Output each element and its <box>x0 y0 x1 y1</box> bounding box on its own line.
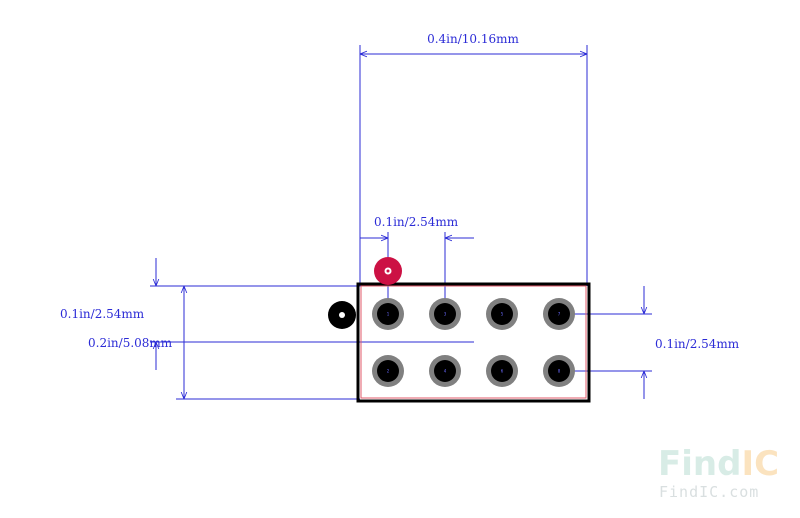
watermark-logo-left: Find <box>658 444 741 484</box>
pad-8: 8 <box>543 355 575 387</box>
edge-offset-y-dimension <box>150 258 474 370</box>
pad-7: 7 <box>543 298 575 330</box>
overall-width-label: 0.4in/10.16mm <box>427 32 519 46</box>
overall-height-dimension <box>176 286 360 400</box>
pad-4: 4 <box>429 355 461 387</box>
overall-height-label: 0.2in/5.08mm <box>88 336 173 350</box>
findic-watermark: FindIC FindIC.com <box>658 444 779 501</box>
package-outline <box>356 282 591 403</box>
pad-number: 1 <box>387 312 390 317</box>
pad-5: 5 <box>486 298 518 330</box>
row-pitch-dimension <box>559 286 652 399</box>
watermark-url: FindIC.com <box>659 483 759 501</box>
watermark-logo-right: IC <box>741 444 779 484</box>
package-courtyard <box>360 285 587 399</box>
pin1-marker-red <box>374 257 402 285</box>
pad-6: 6 <box>486 355 518 387</box>
overall-width-dimension <box>359 45 588 286</box>
pad-number: 4 <box>444 369 447 374</box>
row-pitch-label: 0.1in/2.54mm <box>655 337 740 351</box>
pad-2: 2 <box>372 355 404 387</box>
svg-text:FindIC: FindIC <box>658 444 779 484</box>
pad-3: 3 <box>429 298 461 330</box>
pin-pitch-x-label: 0.1in/2.54mm <box>374 215 459 229</box>
pad-number: 7 <box>558 312 561 317</box>
pad-number: 2 <box>387 369 390 374</box>
pad-array: 1 3 5 7 2 4 6 8 <box>372 298 575 387</box>
pad-number: 8 <box>558 369 561 374</box>
edge-offset-y-label: 0.1in/2.54mm <box>60 307 145 321</box>
pad-number: 3 <box>444 312 447 317</box>
pin1-marker-black <box>328 301 356 329</box>
pad-number: 5 <box>501 312 504 317</box>
pad-number: 6 <box>501 369 504 374</box>
pad-1: 1 <box>372 298 404 330</box>
